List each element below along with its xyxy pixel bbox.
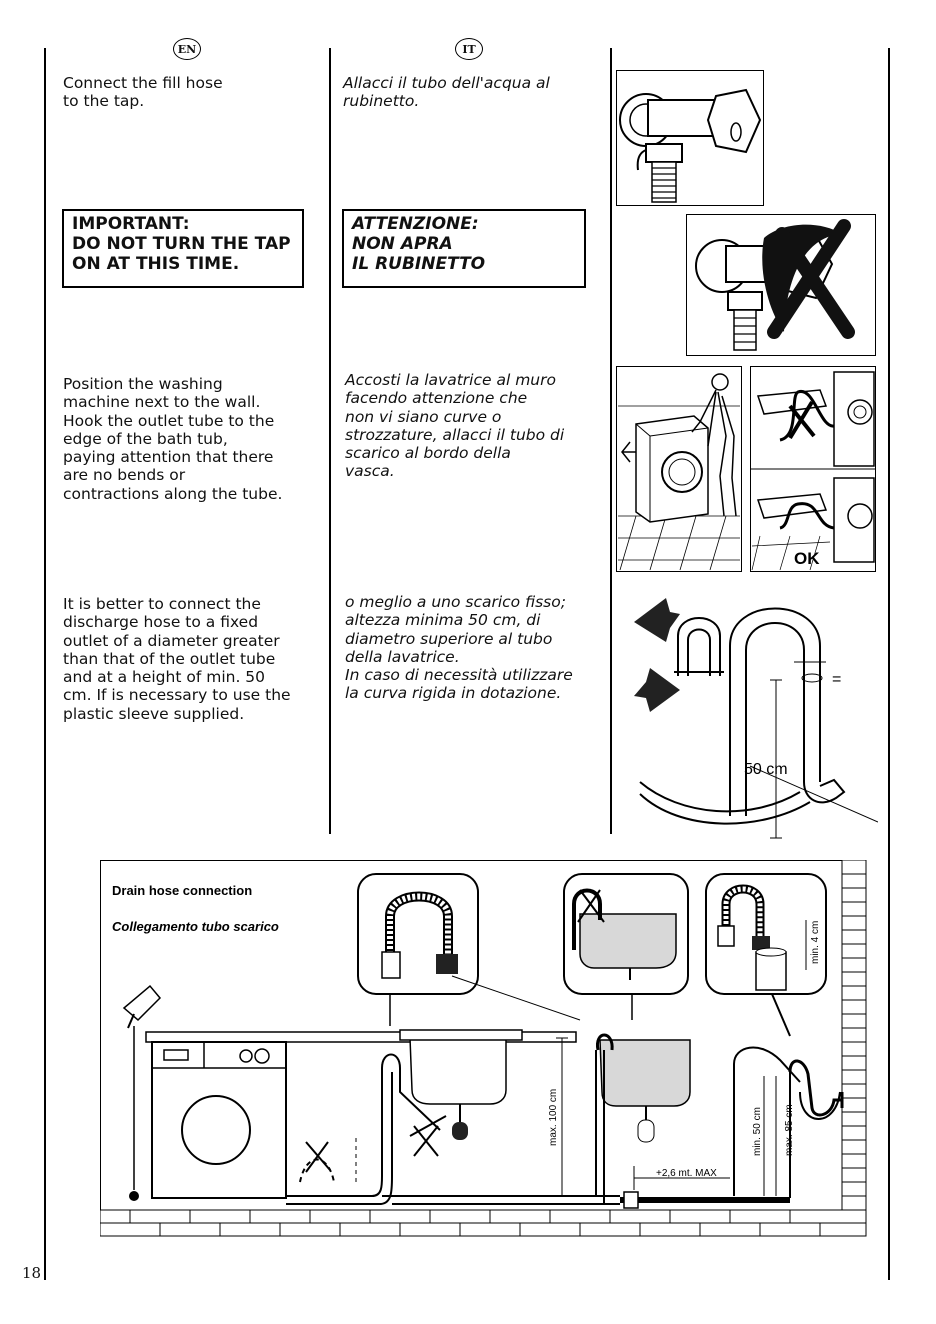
- en-step-discharge: It is better to connect the discharge ho…: [63, 595, 291, 723]
- drain-hose-connection-diagram: Drain hose connection Collegamento tubo …: [100, 860, 868, 1238]
- bath-tub-hose-illustration: OK: [750, 366, 876, 572]
- it-warning-box: ATTENZIONE: NON APRA IL RUBINETTO: [342, 209, 586, 288]
- page-number: 18: [22, 1264, 42, 1282]
- max-100-cm-label: max. 100 cm: [548, 1089, 559, 1146]
- lang-badge-it: IT: [455, 38, 483, 60]
- it-step-position: Accosti la lavatrice al muro facendo att…: [345, 371, 565, 481]
- min-4-cm-label: min. 4 cm: [810, 921, 821, 964]
- min-50-cm-label: min. 50 cm: [752, 1107, 763, 1156]
- diagram-subtitle: Collegamento tubo scarico: [112, 919, 279, 934]
- right-margin-rule: [888, 48, 890, 1280]
- column-divider-2: [610, 48, 612, 834]
- extension-label: +2,6 mt. MAX: [656, 1168, 717, 1179]
- column-divider-1: [329, 48, 331, 834]
- tap-hose-illustration: [616, 70, 764, 206]
- left-margin-rule: [44, 48, 46, 1280]
- tap-crossed-illustration: [686, 214, 876, 356]
- fixed-outlet-hook-illustration: 50 cm =: [620, 586, 878, 848]
- it-step-fill-hose: Allacci il tubo dell'acqua al rubinetto.: [343, 74, 550, 111]
- en-step-position: Position the washing machine next to the…: [63, 375, 283, 503]
- bath-ok-label: OK: [794, 549, 820, 568]
- machine-positioning-illustration: [616, 366, 742, 572]
- max-85-cm-label: max. 85 cm: [784, 1104, 795, 1156]
- it-step-discharge: o meglio a uno scarico fisso; altezza mi…: [345, 593, 573, 703]
- en-step-fill-hose: Connect the fill hose to the tap.: [63, 74, 223, 111]
- diameter-equal-sign: =: [832, 671, 841, 688]
- outlet-height-label: 50 cm: [744, 761, 788, 778]
- lang-badge-en: EN: [173, 38, 201, 60]
- diagram-title: Drain hose connection: [112, 883, 252, 898]
- en-warning-box: IMPORTANT: DO NOT TURN THE TAP ON AT THI…: [62, 209, 304, 288]
